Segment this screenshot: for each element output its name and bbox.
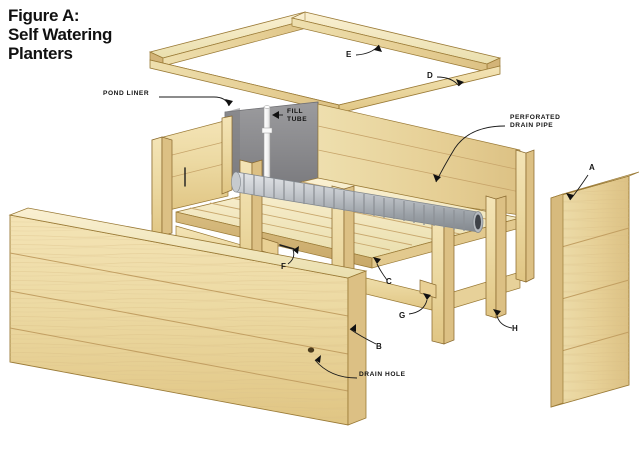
callout-drain-hole: DRAIN HOLE: [359, 371, 406, 378]
perforated-drain-pipe: [231, 171, 484, 233]
part-label-c: C: [386, 277, 392, 286]
part-label-b: B: [376, 342, 382, 351]
side-panel-a: [550, 171, 639, 408]
figure-title-line-2: Self Watering: [8, 25, 113, 44]
front-panel-b: [8, 207, 368, 426]
part-label-f: F: [281, 262, 287, 271]
callout-perforated-drain-pipe: PERFORATED DRAIN PIPE: [510, 114, 561, 130]
top-frame-assembly: [148, 11, 502, 114]
callout-fill-tube: FILL TUBE: [287, 108, 308, 124]
figure-title-line-3: Planters: [8, 44, 73, 63]
figure-title: Figure A: Self Watering Planters: [8, 6, 148, 63]
callout-pond-liner: POND LINER: [103, 90, 150, 97]
figure-title-line-1: Figure A:: [8, 6, 80, 25]
part-label-a: A: [589, 163, 595, 172]
leader-arrowheads: [225, 45, 574, 363]
part-label-e: E: [346, 50, 352, 59]
part-label-g: G: [399, 311, 406, 320]
drain-hole: [307, 347, 315, 353]
part-label-h: H: [512, 324, 518, 333]
part-label-d: D: [427, 71, 433, 80]
